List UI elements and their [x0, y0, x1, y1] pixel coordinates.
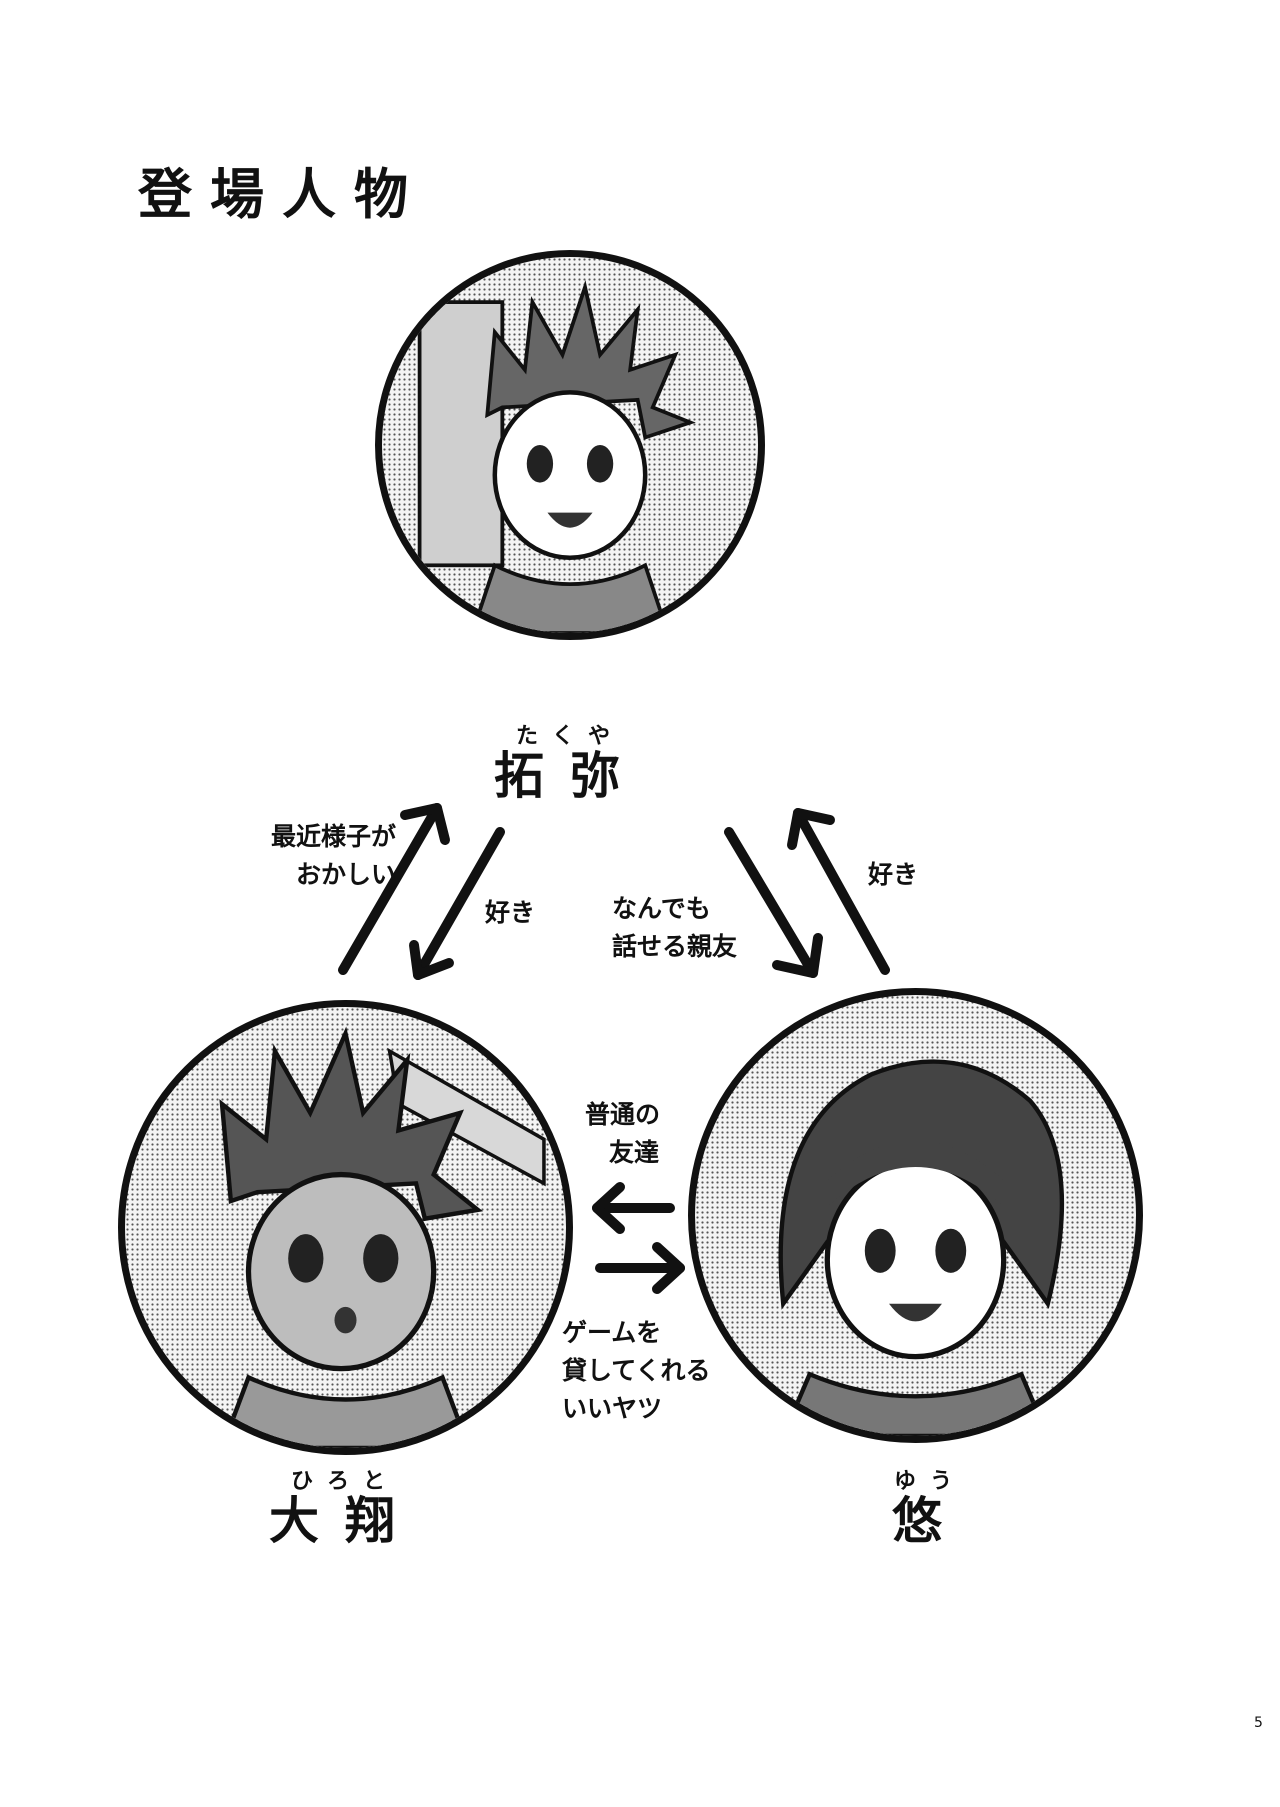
- portrait-yuu: [688, 988, 1143, 1443]
- ruby-hiroto: ひろと: [290, 1469, 399, 1494]
- label-yuu-to-takuya: 好き: [868, 860, 919, 889]
- boy-bob-hair-portrait-icon: [778, 1059, 1065, 1436]
- label-yuu-to-hiroto: 普通の 友達: [585, 1100, 661, 1167]
- portrait-takuya: [375, 250, 765, 640]
- character-name-yuu: 悠: [892, 1492, 968, 1550]
- arrow-yuu-to-hiroto-icon: [592, 1182, 675, 1234]
- ruby-yuu: ゆう: [893, 1469, 966, 1494]
- page-number: 5: [1254, 1715, 1263, 1731]
- arrow-takuya-to-yuu-icon: [724, 827, 823, 978]
- name-yuu: ゆう 悠: [860, 1471, 1000, 1551]
- portrait-hiroto: [118, 1000, 573, 1455]
- arrow-hiroto-to-yuu-icon: [595, 1242, 685, 1294]
- name-hiroto: ひろと 大翔: [230, 1471, 460, 1551]
- label-takuya-to-hiroto: 好き: [485, 898, 536, 927]
- boy-spiky-hair-portrait-icon: [219, 1026, 546, 1448]
- character-name-takuya: 拓弥: [494, 747, 646, 805]
- name-takuya: たくや 拓弥: [460, 726, 680, 806]
- page-title: 登場人物: [138, 163, 426, 226]
- label-hiroto-about-takuya: 最近様子が おかしい: [270, 822, 396, 889]
- label-takuya-to-yuu: なんでも 話せる親友: [612, 894, 738, 961]
- label-hiroto-to-yuu: ゲームを 貸してくれる いいヤツ: [562, 1318, 711, 1423]
- boy-spiky-hair-portrait-icon: [417, 280, 696, 633]
- character-name-hiroto: 大翔: [269, 1492, 421, 1550]
- ruby-takuya: たくや: [515, 724, 624, 749]
